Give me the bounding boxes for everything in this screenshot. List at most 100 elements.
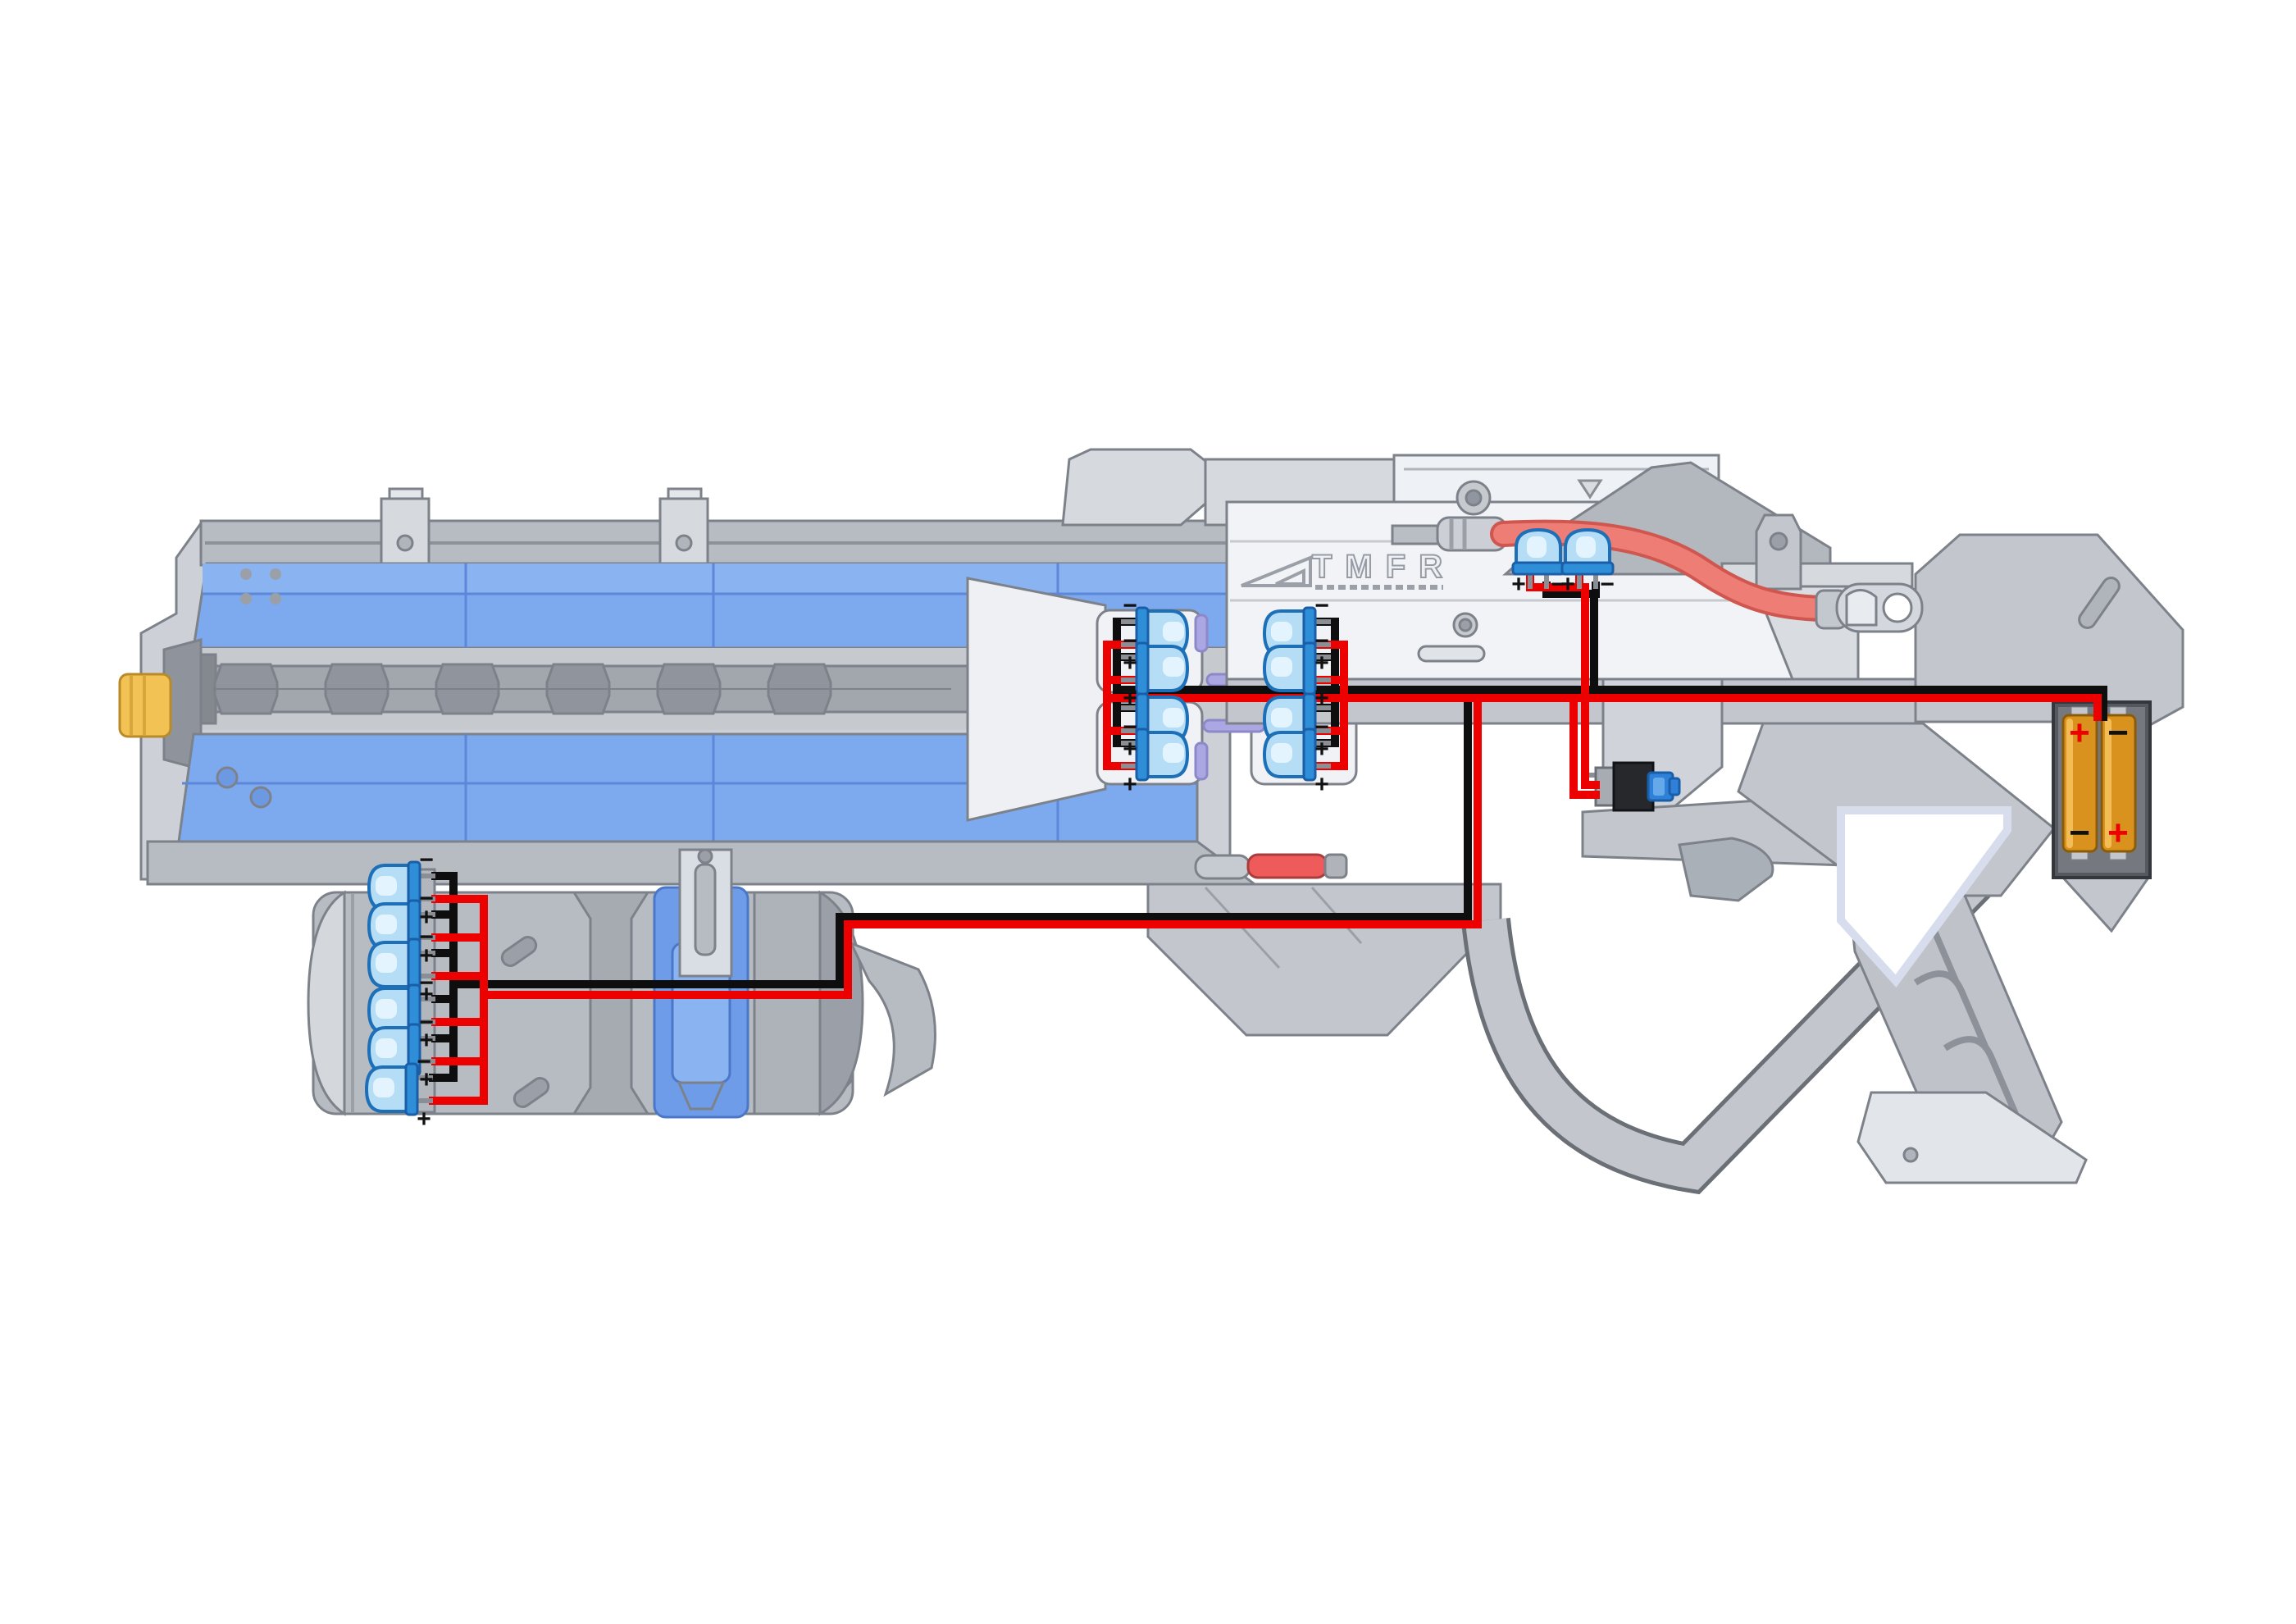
led-flange: [1135, 641, 1150, 696]
led-layer: [364, 527, 1615, 1116]
led-dome-highlight: [376, 915, 397, 934]
polarity-mark: −: [419, 969, 434, 997]
polarity-mark: +: [1314, 685, 1329, 712]
switch-actuator-highlight: [1653, 778, 1665, 796]
muzzle-tip: [118, 638, 203, 771]
polarity-mark: +: [419, 942, 434, 969]
stock: [1737, 533, 2184, 1184]
tube-eyelet: [1815, 582, 1924, 633]
led-dome-highlight: [376, 876, 397, 896]
led: [367, 937, 435, 992]
brand-logo-triangle: [1241, 555, 1312, 587]
trigger: [1678, 837, 1774, 902]
polarity-mark: −: [1600, 571, 1615, 598]
polarity-mark: −: [419, 924, 434, 951]
polarity-mark: +: [1314, 736, 1329, 763]
led: [1262, 728, 1331, 782]
led: [1121, 641, 1190, 696]
battery-polarity-label: +: [2107, 813, 2129, 853]
led-dome-highlight: [376, 1038, 397, 1058]
ammo-indicator: [1194, 853, 1348, 880]
led-flange: [1560, 561, 1615, 576]
wire-positive: [1569, 694, 1600, 799]
led: [1262, 641, 1331, 696]
led-dome-highlight: [1163, 743, 1184, 763]
polarity-mark: +: [1314, 771, 1329, 798]
polarity-mark: +: [1123, 650, 1137, 677]
wire-positive: [480, 694, 1482, 999]
polarity-mark: −: [1123, 678, 1137, 705]
wire-negative: [449, 686, 1472, 988]
led-flange: [1302, 641, 1317, 696]
polarity-mark: +: [419, 1066, 434, 1093]
polarity-mark: −: [1314, 678, 1329, 705]
polarity-mark: +: [1123, 685, 1137, 712]
cover-notch: [1577, 479, 1603, 500]
battery-cell-highlight: [2066, 718, 2073, 848]
led-dome-highlight: [376, 999, 397, 1019]
rail-mount-block: [658, 487, 709, 566]
polarity-mark: −: [1314, 592, 1329, 619]
led: [1511, 527, 1565, 589]
led: [367, 1023, 435, 1077]
polarity-mark: −: [1314, 714, 1329, 741]
led: [1560, 527, 1615, 589]
led-dome-highlight: [1163, 622, 1184, 641]
led-dome-highlight: [1163, 657, 1184, 677]
trigger-guard-fill: [1465, 840, 2012, 1190]
polarity-mark: +: [419, 904, 434, 931]
led-flange: [1302, 728, 1317, 782]
grip-strut: [678, 848, 733, 978]
led-flange: [404, 1062, 419, 1116]
battery-cell-highlight: [2105, 718, 2112, 848]
polarity-marks: −+−+−+−+−+−+−+−+−+−+−+−+−+−++−+−: [417, 571, 1615, 1133]
red-tube-layer: [1490, 519, 1843, 622]
wire-negative: [1113, 686, 2107, 721]
battery-polarity-label: −: [2107, 713, 2129, 753]
sling-hook: [849, 941, 936, 1097]
polarity-mark: +: [1123, 771, 1137, 798]
polarity-mark: −: [1123, 627, 1137, 655]
battery-polarity-label: −: [2069, 813, 2090, 853]
polarity-mark: −: [1123, 714, 1137, 741]
rivets: [240, 568, 281, 604]
battery-pack: +−−+: [2052, 700, 2152, 879]
rear-rail: [1720, 562, 1914, 588]
led: [364, 1062, 433, 1116]
led-dome-highlight: [1271, 743, 1292, 763]
led-dome-highlight: [1271, 657, 1292, 677]
polarity-mark: +: [1560, 571, 1575, 598]
rear-sight-block: [1755, 513, 1802, 591]
polarity-mark: −: [417, 1048, 431, 1075]
led: [1121, 728, 1190, 782]
led-flange: [407, 937, 421, 992]
led-dome-highlight: [1527, 536, 1547, 558]
bottom-slope: [1146, 883, 1502, 1037]
led: [1121, 606, 1190, 660]
polarity-mark: +: [419, 1027, 434, 1054]
front-sight-mount: [380, 487, 430, 566]
led: [367, 983, 435, 1038]
battery-polarity-label: +: [2069, 713, 2090, 753]
stock-window: [1837, 806, 2011, 988]
polarity-mark: +: [1123, 736, 1137, 763]
led: [1121, 692, 1190, 746]
led-flange: [1135, 728, 1150, 782]
polarity-mark: +: [419, 981, 434, 1008]
polarity-mark: −: [419, 885, 434, 912]
red-tube: [1493, 522, 1840, 618]
led-dome-highlight: [373, 1078, 394, 1097]
brand-text: TMFR: [1312, 549, 1456, 585]
polarity-mark: +: [417, 1106, 431, 1133]
polarity-mark: +: [1314, 650, 1329, 677]
led-dome-highlight: [376, 953, 397, 973]
polarity-mark: +: [1511, 571, 1526, 598]
led-dome-highlight: [1271, 708, 1292, 728]
polarity-mark: −: [419, 846, 434, 874]
polarity-mark: −: [419, 1009, 434, 1036]
polarity-mark: −: [1551, 571, 1565, 598]
ribbed-barrel: [166, 653, 969, 725]
polarity-mark: −: [1314, 627, 1329, 655]
